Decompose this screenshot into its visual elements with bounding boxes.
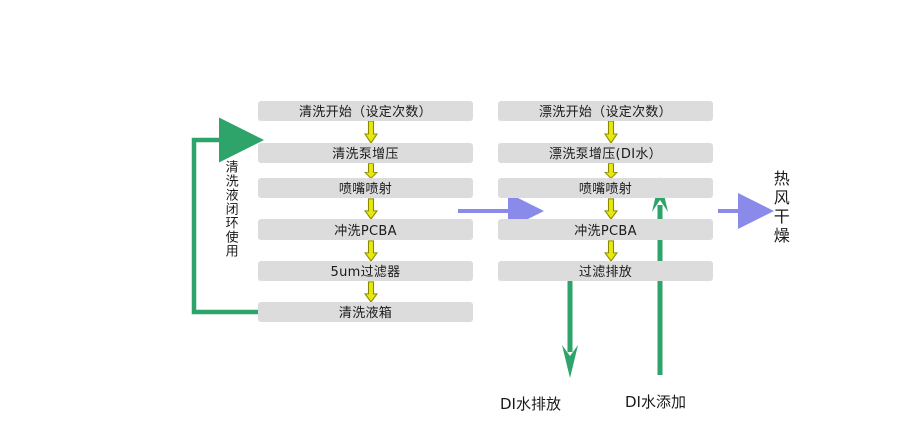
process-box-rinse-drain[interactable]: 过滤排放 — [498, 261, 713, 281]
process-box-rinse-nozzle[interactable]: 喷嘴喷射 — [498, 178, 713, 198]
process-box-clean-tank[interactable]: 清洗液箱 — [258, 302, 473, 322]
process-box-label: 5um过滤器 — [330, 265, 401, 280]
process-box-clean-pump[interactable]: 清洗泵增压 — [258, 143, 473, 163]
flow-arrow-clean-5 — [364, 281, 378, 303]
process-box-label: 清洗液箱 — [338, 306, 393, 321]
process-box-label: 清洗开始（设定次数） — [298, 105, 432, 120]
flow-arrow-clean-1 — [364, 120, 378, 144]
process-box-label: 喷嘴喷射 — [338, 182, 393, 197]
flow-arrow-clean-3 — [364, 198, 378, 220]
di-water-supply-label: DI水添加 — [625, 393, 686, 411]
process-box-label: 冲洗PCBA — [334, 223, 397, 239]
flow-arrow-rinse-2 — [604, 163, 618, 179]
flow-arrow-clean-2 — [364, 163, 378, 179]
flow-arrow-rinse-4 — [604, 240, 618, 262]
hot-air-drying-label: 热风干燥 — [770, 170, 790, 246]
process-box-rinse-pump[interactable]: 漂洗泵增压(DI水） — [498, 143, 713, 163]
process-box-clean-nozzle[interactable]: 喷嘴喷射 — [258, 178, 473, 198]
process-box-label: 过滤排放 — [578, 265, 633, 280]
flow-arrow-rinse-3 — [604, 198, 618, 220]
process-box-label: 喷嘴喷射 — [578, 182, 633, 197]
process-box-clean-start[interactable]: 清洗开始（设定次数） — [258, 101, 473, 121]
flow-arrow-clean-4 — [364, 240, 378, 262]
flow-arrow-rinse-1 — [604, 120, 618, 144]
di-water-discharge-label: DI水排放 — [500, 395, 561, 413]
process-box-clean-rinse-pcba[interactable]: 冲洗PCBA — [258, 219, 473, 240]
process-box-rinse-start[interactable]: 漂洗开始（设定次数） — [498, 101, 713, 121]
process-box-label: 清洗泵增压 — [332, 147, 399, 162]
di-water-discharge-arrow — [562, 271, 578, 378]
recirculation-loop-label: 清洗液闭环使用 — [222, 160, 238, 258]
process-box-rinse-pcba[interactable]: 冲洗PCBA — [498, 219, 713, 240]
process-box-clean-filter[interactable]: 5um过滤器 — [258, 261, 473, 281]
process-box-label: 漂洗开始（设定次数） — [538, 105, 672, 120]
process-box-label: 漂洗泵增压(DI水） — [549, 147, 662, 162]
process-box-label: 冲洗PCBA — [574, 223, 637, 239]
